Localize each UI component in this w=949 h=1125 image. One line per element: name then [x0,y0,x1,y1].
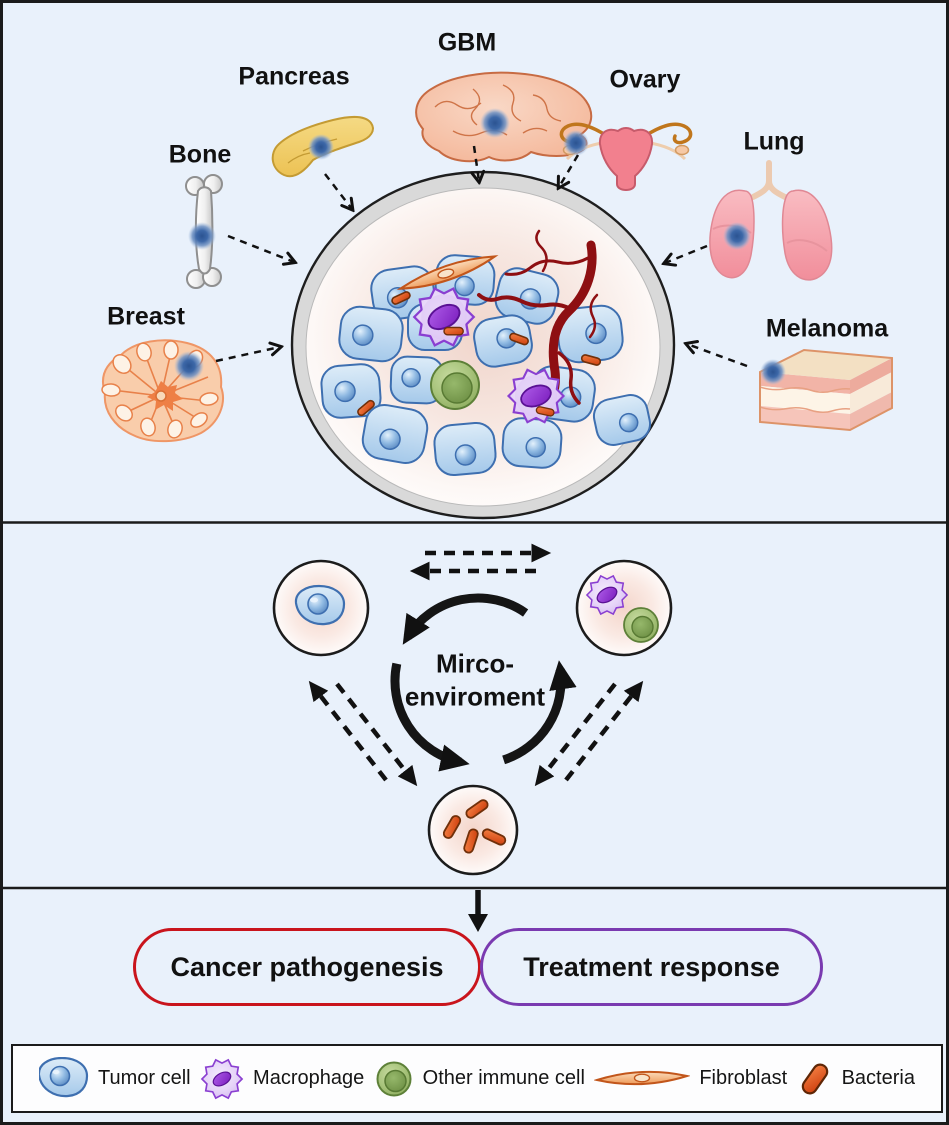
macrophage-in-cluster-1 [413,287,475,347]
organ-label-breast: Breast [107,302,185,331]
legend: Tumor cell Macrophage Other immune cell … [11,1044,943,1113]
arrow-tumor-to-bacteria [335,682,418,787]
pancreas-tumor-spot [308,134,334,160]
breast-arrow [215,347,280,363]
organ-label-gbm: GBM [437,28,497,57]
bacteria-icon [801,1063,828,1094]
arrow-bacteria-to-immune [564,680,644,782]
fibroblast-in-cluster [396,255,499,290]
legend-label-other-immune-cell: Other immune cell [422,1067,585,1089]
legend-item-other-immune-cell: Other immune cell [374,1059,585,1099]
legend-item-bacteria: Bacteria [797,1058,915,1100]
ovary-illustration [559,122,693,191]
treatment-response-label: Treatment response [523,951,780,982]
bacteria-in-cluster [357,291,602,417]
treatment-response-pill: Treatment response [480,928,823,1006]
melanoma-arrow [687,344,748,368]
legend-label-tumor-cell: Tumor cell [98,1067,191,1089]
macrophage-icon [201,1058,243,1099]
organ-label-lung: Lung [743,127,805,156]
organ-label-melanoma: Melanoma [765,314,889,343]
section-dividers [3,521,946,890]
pancreas-arrow [324,173,352,209]
immune-cells-circle [575,559,673,657]
outcome-arrow [468,890,488,932]
organ-label-bone: Bone [168,140,232,169]
lung-arrow [665,244,708,263]
melanoma-tumor-spot [760,359,786,385]
microenvironment-label-line1: Mirco- [436,648,514,679]
legend-label-bacteria: Bacteria [841,1067,915,1089]
macrophage-in-cluster-2 [507,368,565,424]
gbm-brain-illustration [415,71,593,163]
bone-arrow [227,234,294,262]
breast-tumor-spot [174,351,204,381]
breast-illustration [101,339,224,443]
immune-cell-in-cluster [430,360,480,410]
bone-illustration [185,174,223,289]
cancer-pathogenesis-pill: Cancer pathogenesis [133,928,481,1006]
tumor-cell-icon [39,1056,89,1097]
tumor-microenvironment-circle [290,170,676,520]
pancreas-illustration [271,116,374,178]
lung-tumor-spot [723,222,751,250]
microenvironment-cycle-arrows [390,593,577,772]
organ-arrows [215,145,748,368]
microenvironment-label: Mirco- enviroment [405,648,545,713]
other-immune-cell-icon [376,1061,412,1096]
microenvironment-label-line2: enviroment [404,681,546,711]
organ-label-pancreas: Pancreas [238,62,350,91]
gbm-tumor-spot [480,108,510,138]
legend-label-macrophage: Macrophage [253,1067,365,1089]
bone-tumor-spot [188,222,216,250]
legend-item-macrophage: Macrophage [200,1057,364,1101]
melanoma-skin-illustration [759,348,893,432]
fibroblast-icon [594,1070,691,1085]
arrow-bacteria-to-tumor [308,680,388,782]
legend-item-fibroblast: Fibroblast [594,1065,787,1093]
cancer-pathogenesis-label: Cancer pathogenesis [170,951,444,982]
figure-artwork [3,71,946,932]
gbm-arrow [474,145,479,181]
lung-illustration [709,160,833,281]
legend-label-fibroblast: Fibroblast [699,1067,788,1089]
organ-label-ovary: Ovary [609,65,681,94]
interaction-arrows [308,543,644,787]
tumor-cell-circle [272,559,370,657]
ovary-arrow [559,154,580,187]
legend-item-tumor-cell: Tumor cell [39,1056,191,1101]
arrow-immune-to-bacteria [534,682,617,787]
ovary-tumor-spot [563,130,589,156]
bacteria-circle [427,784,519,876]
